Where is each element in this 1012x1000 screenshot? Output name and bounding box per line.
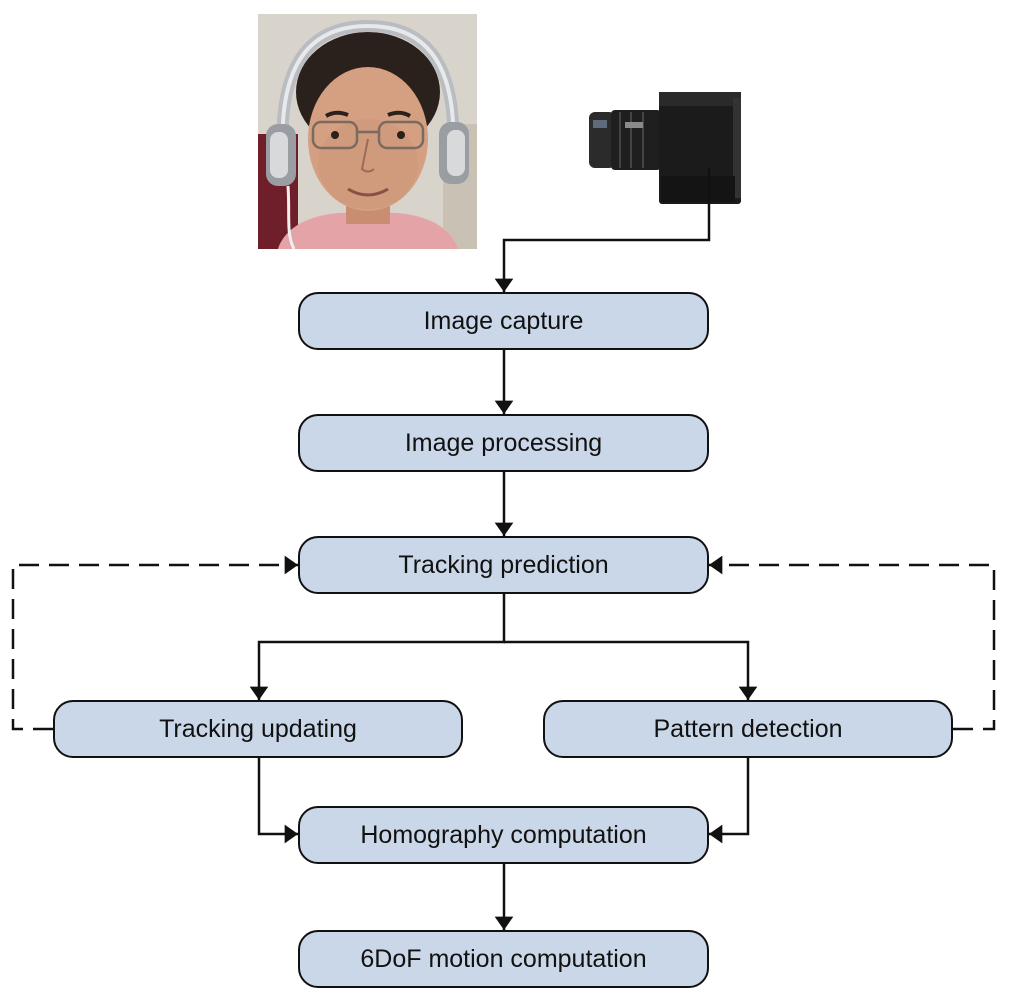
camera-image (589, 92, 741, 204)
edge-camera-to-capture (494, 168, 711, 292)
node-pattern-detection: Pattern detection (543, 700, 953, 758)
node-label: Tracking updating (159, 714, 357, 743)
node-homography-computation: Homography computation (298, 806, 709, 864)
node-label: Pattern detection (653, 714, 843, 743)
edge-updating-feedback (11, 555, 298, 731)
camera (585, 88, 745, 206)
edge-updating-to-homography (257, 758, 298, 844)
edge-detection-to-homography (708, 758, 750, 844)
node-image-capture: Image capture (298, 292, 709, 350)
node-label: Tracking prediction (398, 550, 609, 579)
edge-prediction-to-detection (504, 640, 758, 701)
node-label: 6DoF motion computation (360, 944, 647, 973)
node-label: Homography computation (360, 820, 647, 849)
person-with-headphones-image (258, 14, 477, 249)
node-image-processing: Image processing (298, 414, 709, 472)
node-tracking-prediction: Tracking prediction (298, 536, 709, 594)
edge-prediction-split (249, 594, 506, 701)
node-tracking-updating: Tracking updating (53, 700, 463, 758)
node-label: Image processing (404, 428, 603, 457)
node-6dof-motion-computation: 6DoF motion computation (298, 930, 709, 988)
node-label: Image capture (423, 306, 584, 335)
person-photo (258, 14, 477, 249)
edge-detection-feedback (708, 555, 996, 731)
